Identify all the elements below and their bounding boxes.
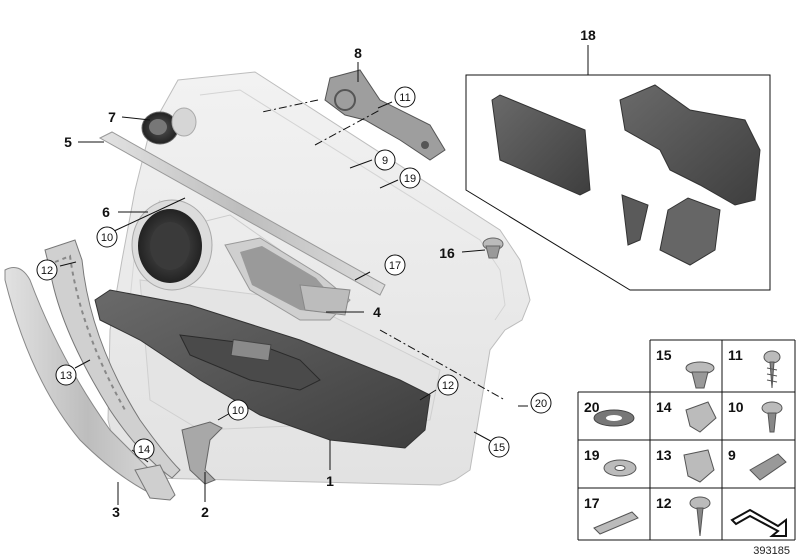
callout-12-circle-left: 12: [36, 259, 58, 281]
table-label-19: 19: [584, 447, 600, 463]
pull-handle: [181, 421, 223, 485]
window-trim-strip: [98, 131, 386, 296]
table-label-10: 10: [728, 399, 744, 415]
mounting-bracket: [324, 69, 446, 161]
svg-text:17: 17: [389, 260, 401, 272]
svg-text:10: 10: [232, 405, 244, 417]
svg-text:11: 11: [399, 92, 410, 104]
washer-icon: [593, 409, 635, 427]
svg-text:10: 10: [101, 232, 113, 244]
callout-19-circle: 19: [399, 167, 421, 189]
callout-16: 16: [439, 245, 455, 261]
star-washer-icon: [603, 459, 637, 477]
callout-15-circle: 15: [488, 436, 510, 458]
svg-text:20: 20: [535, 398, 547, 410]
table-label-9: 9: [728, 447, 736, 463]
callout-2: 2: [201, 504, 209, 520]
tweeter-speaker: [141, 107, 197, 145]
svg-text:15: 15: [493, 442, 505, 454]
callout-12-circle-right: 12: [437, 374, 459, 396]
callout-7: 7: [108, 109, 116, 125]
svg-text:19: 19: [404, 173, 416, 185]
screw-icon-12: [689, 496, 711, 537]
door-clip: [482, 237, 504, 259]
reference-symbol-icon: [730, 508, 787, 537]
callout-14-circle: 14: [133, 438, 155, 460]
armrest-trim: [94, 289, 431, 449]
table-label-12: 12: [656, 495, 672, 511]
svg-text:12: 12: [41, 265, 53, 277]
screw-icon-11: [763, 350, 781, 389]
callout-4: 4: [373, 304, 381, 320]
leader-lines: [59, 62, 528, 505]
door-handle-recess: [224, 237, 351, 321]
part-18-inset: [465, 45, 771, 291]
callout-17-circle: 17: [384, 254, 406, 276]
svg-text:13: 13: [60, 370, 72, 382]
circled-callouts: 11 9 19 10 12 17 13 12 10 20 15 14: [36, 86, 552, 460]
callout-11-circle: 11: [394, 86, 416, 108]
diagram-reference-number: 393185: [753, 545, 790, 557]
callout-10-circle-top: 10: [96, 226, 118, 248]
svg-text:14: 14: [138, 444, 150, 456]
table-label-11: 11: [728, 347, 743, 363]
svg-text:12: 12: [442, 380, 454, 392]
callout-13-circle: 13: [55, 364, 77, 386]
callout-5: 5: [64, 134, 72, 150]
table-label-13: 13: [656, 447, 672, 463]
callout-1: 1: [326, 473, 334, 489]
table-label-14: 14: [656, 399, 672, 415]
svg-text:9: 9: [382, 155, 388, 167]
parts-table: 15 11 20 14 10 19 13 9 17 12: [577, 339, 796, 541]
callout-18: 18: [580, 27, 596, 43]
spring-clip-icon: [685, 401, 717, 433]
callout-20-circle: 20: [530, 392, 552, 414]
plain-callouts: 8 7 5 6 16 4 1 2 3 18: [64, 27, 596, 520]
callout-10-circle-bottom: 10: [227, 399, 249, 421]
trim-clip-strip: [134, 464, 176, 501]
screw-icon-10: [761, 401, 783, 433]
callout-9-circle: 9: [374, 149, 396, 171]
callout-6: 6: [102, 204, 110, 220]
callout-8: 8: [354, 45, 362, 61]
speaker-woofer: [131, 199, 213, 291]
clip-icon-13: [683, 449, 715, 483]
table-label-20: 20: [584, 399, 600, 415]
parts-table-grid: [577, 339, 796, 541]
clip-icon-9: [749, 453, 787, 481]
table-label-15: 15: [656, 347, 672, 363]
table-label-17: 17: [584, 495, 600, 511]
strip-clip-icon: [593, 511, 639, 535]
push-rivet-icon: [685, 361, 715, 389]
curved-trim-carrier: [44, 239, 181, 479]
callout-3: 3: [112, 504, 120, 520]
